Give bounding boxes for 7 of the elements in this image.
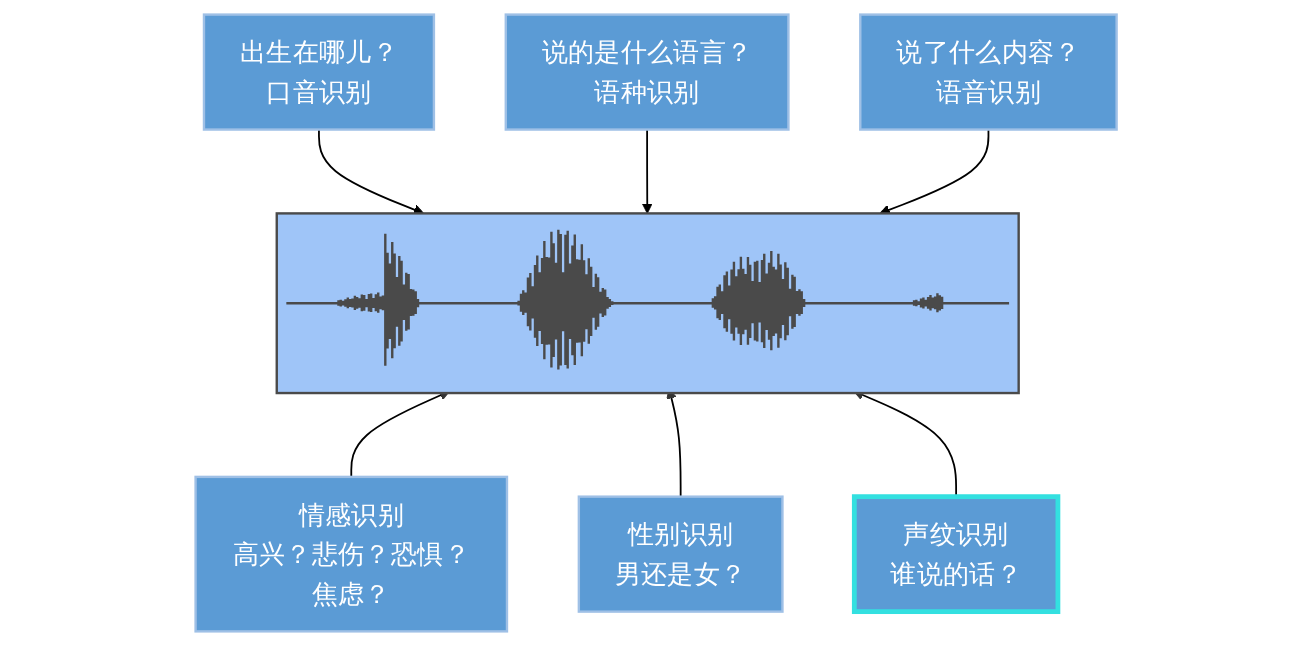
node-box: 情感识别 高兴？悲伤？恐惧？焦虑？ — [194, 475, 509, 633]
node-picture — [275, 212, 1020, 395]
node-box: 性别识别 男还是女？ — [577, 495, 784, 613]
node-box: 说的是什么语言？ 语种识别 — [504, 13, 790, 131]
node-box: 出生在哪儿？ 口音识别 — [202, 13, 436, 131]
node-box: 声纹识别 谁说的话？ — [851, 494, 1061, 615]
node-box: 说了什么内容？ 语音识别 — [859, 13, 1118, 131]
